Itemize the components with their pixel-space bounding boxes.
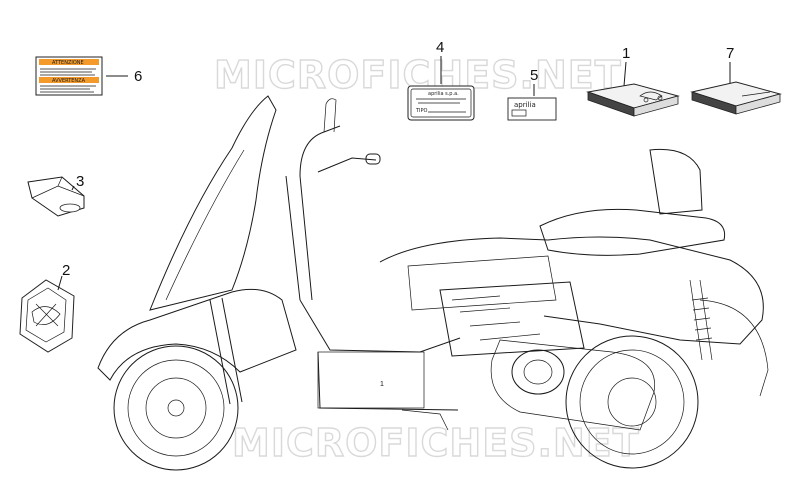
callout-3: 3 bbox=[76, 173, 84, 190]
rear-wheel bbox=[565, 335, 699, 469]
label-brand-text: aprilia bbox=[514, 101, 536, 109]
frame-mark: 1 bbox=[380, 381, 384, 388]
warning-top-text: ATTENZIONE bbox=[52, 60, 84, 66]
callout-5: 5 bbox=[530, 67, 538, 84]
callout-6: 6 bbox=[134, 68, 142, 85]
engine-block bbox=[439, 281, 585, 357]
callout-1: 1 bbox=[622, 45, 630, 62]
warning-band-bottom bbox=[39, 77, 99, 83]
callout-2: 2 bbox=[62, 262, 70, 279]
warning-sticker-part[interactable]: ATTENZIONE AVVERTENZA bbox=[35, 56, 103, 96]
scooter-illustration: 1 bbox=[97, 95, 769, 471]
body-side-panel bbox=[379, 236, 764, 345]
brand-label-part[interactable]: aprilia bbox=[507, 97, 557, 121]
windscreen bbox=[149, 95, 277, 311]
seat bbox=[539, 208, 726, 256]
pouch-part[interactable] bbox=[27, 176, 85, 217]
backrest bbox=[649, 148, 703, 215]
warning-band-top bbox=[39, 59, 99, 65]
front-wheel bbox=[113, 345, 239, 471]
transmission-cover bbox=[511, 349, 565, 395]
plate-company-text: aprilia s.p.a. bbox=[428, 91, 459, 97]
front-fairing bbox=[97, 288, 297, 381]
decal-sheet-part[interactable] bbox=[19, 279, 75, 353]
plate-type-text: TIPO bbox=[415, 108, 428, 114]
id-plate-part[interactable]: aprilia s.p.a. TIPO bbox=[407, 85, 475, 121]
watermark-bottom: MICROFICHES.NET bbox=[232, 421, 640, 465]
callout-7: 7 bbox=[726, 45, 734, 62]
callout-4: 4 bbox=[436, 39, 444, 56]
owners-manual-part[interactable] bbox=[586, 83, 680, 117]
warning-bottom-text: AVVERTENZA bbox=[52, 78, 86, 84]
manual-part-7[interactable] bbox=[690, 81, 782, 115]
